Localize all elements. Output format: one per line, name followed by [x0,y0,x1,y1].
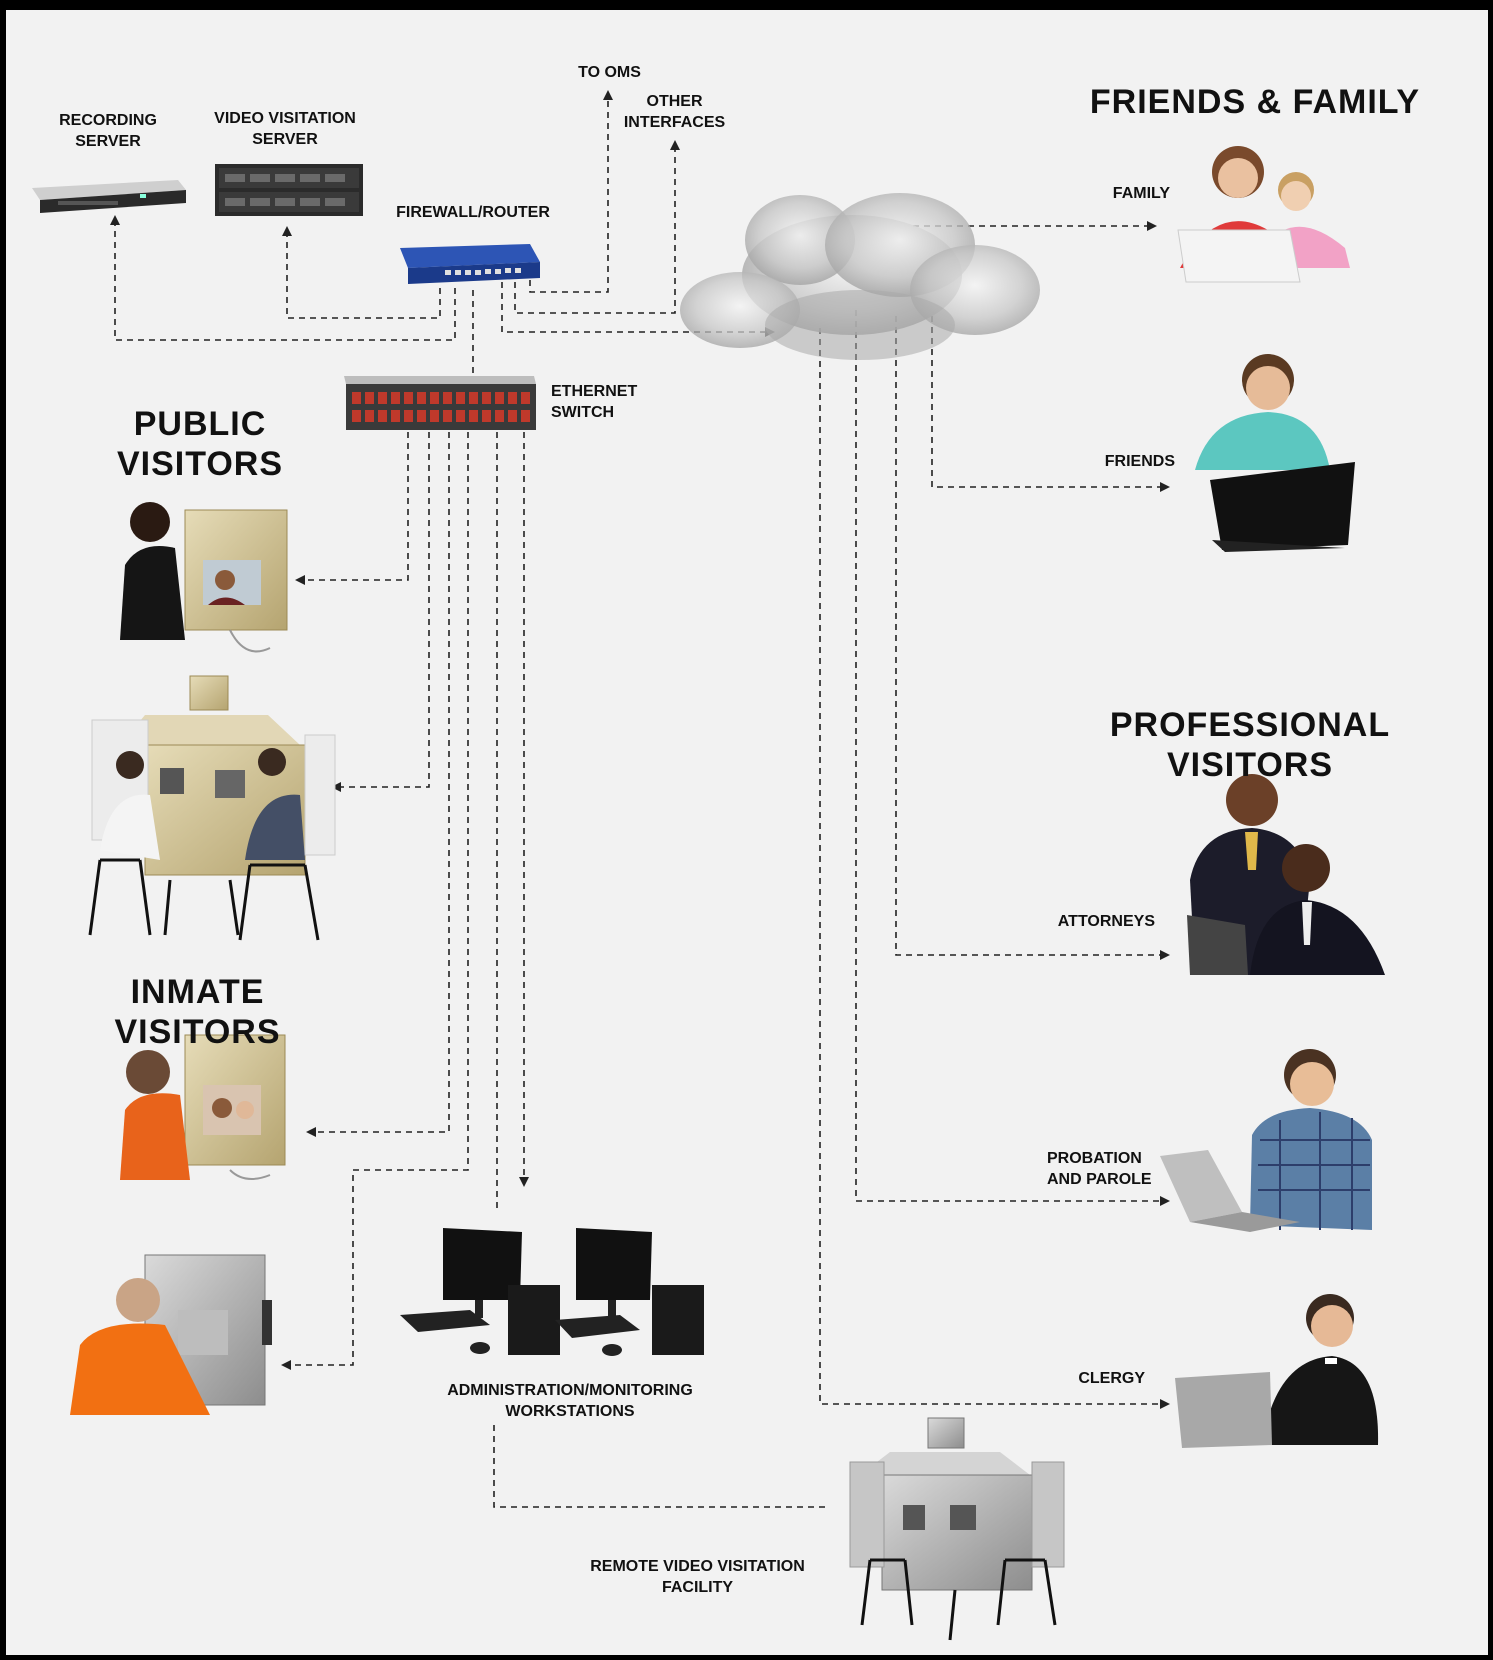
line-router-cloud [501,282,775,337]
internet-cloud [680,193,1040,360]
switch-port [521,410,530,422]
friends-illustration [1195,354,1355,552]
label-admin-workstations: ADMINISTRATION/MONITORING WORKSTATIONS [447,1382,693,1420]
probation-illustration [1160,1049,1372,1232]
heading-professional-visitors: PROFESSIONAL VISITORS [1109,706,1391,784]
switch-port [391,410,400,422]
switch-port [365,410,374,422]
line-router-other-interfaces [514,140,680,314]
heading-public-visitors: PUBLIC VISITORS [116,405,284,483]
label-ethernet-switch: ETHERNET SWITCH [551,383,638,421]
line-switch-public-visitor-1 [295,432,409,585]
label-probation-parole: PROBATION AND PAROLE [1047,1150,1152,1188]
label-family: FAMILY [1112,185,1170,202]
switch-port [404,392,413,404]
switch-port [469,410,478,422]
line-switch-public-visitor-2 [331,432,430,792]
attorneys-illustration [1187,774,1385,975]
switch-port [404,410,413,422]
line-cloud-friends [931,316,1170,492]
public-visitor-booth [88,675,336,941]
switch-port [417,410,426,422]
switch-port [352,392,361,404]
clergy-illustration [1175,1294,1379,1448]
label-clergy: CLERGY [1078,1370,1145,1387]
switch-port [495,410,504,422]
switch-port [495,392,504,404]
label-firewall-router: FIREWALL/ROUTER [396,204,550,221]
line-router-to-oms [529,90,613,293]
line-switch-inmate-visitor-1 [306,432,450,1137]
switch-port [430,392,439,404]
switch-port [378,392,387,404]
admin-workstations [400,1228,704,1356]
label-attorneys: ATTORNEYS [1057,913,1155,930]
switch-port [456,410,465,422]
heading-friends-family: FRIENDS & FAMILY [1089,83,1421,121]
label-recording-server: RECORDING SERVER [59,112,157,150]
line-cloud-probation [855,310,1170,1206]
inmate-visitor-kiosk-1 [120,1034,286,1180]
heading-inmate-visitors: INMATE VISITORS [114,973,281,1051]
switch-port [365,392,374,404]
label-friends: FRIENDS [1104,453,1175,470]
recording-server [32,180,186,213]
label-other-interfaces: OTHER INTERFACES [623,93,726,131]
firewall-router [400,244,540,284]
line-cloud-clergy [819,328,1170,1409]
line-cloud-attorneys [895,316,1170,960]
switch-port [378,410,387,422]
switch-port [469,392,478,404]
switch-port [508,392,517,404]
line-workstations-remote [493,1425,828,1508]
switch-port [482,410,491,422]
video-visitation-server [215,164,363,216]
connector-lines [110,90,1170,1508]
label-remote-facility: REMOTE VIDEO VISITATION FACILITY [590,1558,805,1596]
family-illustration [1177,146,1350,283]
line-router-vv-server [282,226,441,319]
switch-port [482,392,491,404]
switch-port [521,392,530,404]
inmate-visitor-kiosk-2 [70,1254,272,1415]
public-visitor-kiosk-1 [120,502,288,653]
label-to-oms: TO OMS [578,64,641,81]
remote-facility-booth [849,1417,1065,1641]
line-switch-inmate-visitor-2 [281,432,469,1370]
switch-port [443,410,452,422]
switch-port [508,410,517,422]
switch-port [443,392,452,404]
line-router-recording-server [110,215,456,341]
switch-port [417,392,426,404]
ethernet-switch [344,376,536,430]
switch-port [430,410,439,422]
switch-port [352,410,361,422]
switch-port [391,392,400,404]
switch-port [456,392,465,404]
label-video-visitation-server: VIDEO VISITATION SERVER [214,110,356,148]
